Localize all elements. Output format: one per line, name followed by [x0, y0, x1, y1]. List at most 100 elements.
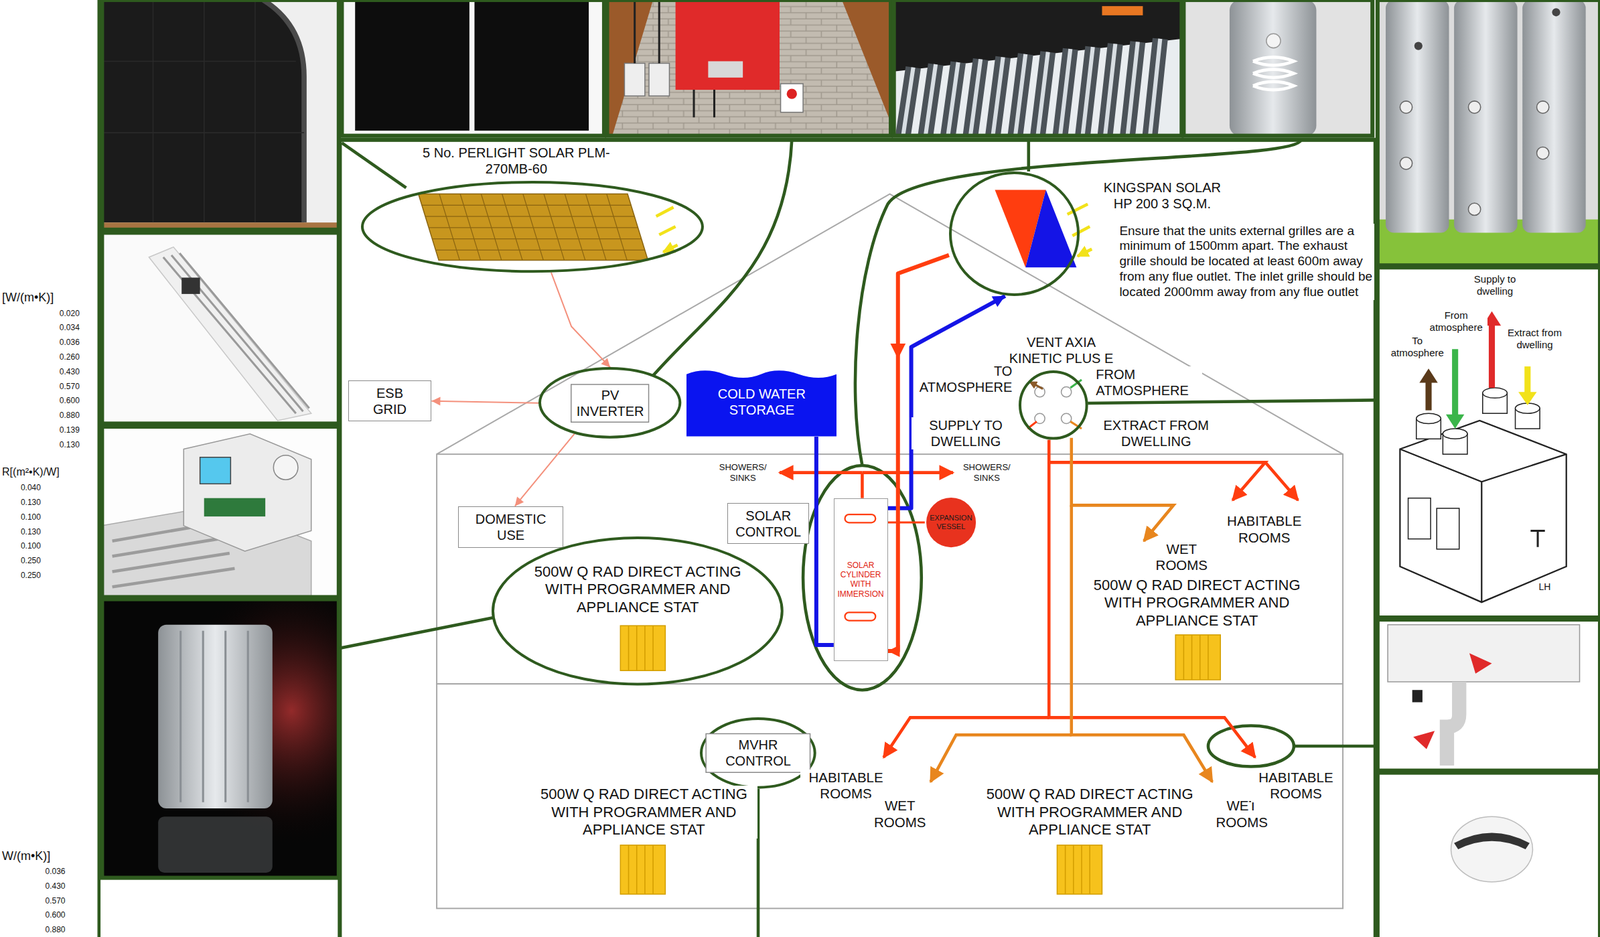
table-header: R[(m²•K)/W] [2, 465, 96, 479]
shape-outline [538, 367, 682, 439]
inverter: PV INVERTER [538, 367, 682, 439]
cylinders-photo [1399, 101, 1412, 114]
shape-outline [492, 537, 783, 684]
shape-outline [362, 182, 703, 272]
trickle-vent-photo [101, 232, 339, 424]
inverter-photo [707, 60, 743, 78]
leader-line [341, 142, 406, 188]
photo-frame [101, 0, 339, 230]
heater-label: 500W Q RAD DIRECT ACTING WITH PROGRAMMER… [976, 785, 1203, 839]
connector-line [431, 401, 539, 404]
pv-module-photo [341, 0, 605, 136]
condensate-photo [1446, 681, 1459, 766]
tube-collector-photo [902, 38, 1160, 136]
note-text: Ensure that the units external grilles a… [1119, 223, 1375, 301]
table-value: 0.036 [22, 867, 66, 877]
heater-callout: 500W Q RAD DIRECT ACTING WITH PROGRAMMER… [491, 536, 784, 686]
mvhr-unit-drawing [1482, 387, 1508, 398]
table-value: 0.250 [0, 556, 41, 566]
component-label: MVHR CONTROL [717, 736, 799, 769]
panel-photo [101, 0, 305, 223]
heater-label: 500W Q RAD DIRECT ACTING WITH PROGRAMMER… [530, 785, 757, 839]
inverter-photo [624, 62, 645, 96]
table-value: 0.130 [36, 440, 80, 450]
connector-line [888, 521, 925, 524]
mvhr-unit-drawing [1524, 366, 1531, 394]
shape-outline [686, 371, 837, 437]
component-label: 500W Q RAD DIRECT ACTING WITH PROGRAMMER… [515, 563, 761, 617]
water-tank: COLD WATER STORAGE [686, 367, 837, 437]
shape-outline [1018, 370, 1089, 441]
connector-line [515, 433, 575, 507]
photo-frame [341, 0, 605, 136]
airflow-label: TO ATMOSPHERE [914, 362, 1012, 396]
leader-line [652, 139, 792, 376]
controller-photo [204, 498, 266, 517]
mvhr-unit-drawing [1442, 428, 1468, 439]
table-value: 0.600 [22, 910, 66, 920]
pv-module-photo [474, 0, 589, 131]
inverter-photo [607, 0, 892, 136]
component-label: SOLAR CYLINDER WITH IMMERSION [835, 560, 887, 600]
panel-photo [101, 0, 305, 223]
arrow-head [600, 358, 611, 368]
shape-outline [701, 718, 816, 788]
panel-photo [101, 0, 339, 230]
cylinder-photo [1266, 33, 1281, 48]
cylinders-photo [1453, 0, 1517, 233]
photo-frame [1377, 772, 1600, 937]
condensate-photo [1412, 689, 1423, 702]
photo-label: Extract from dwelling [1500, 326, 1570, 351]
airflow-label: SUPPLY TO DWELLING [911, 417, 1021, 450]
extract-duct [1071, 438, 1174, 542]
vent-ports [1029, 381, 1043, 390]
arrow-head [431, 397, 441, 406]
room-label: HABITABLE ROOMS [1218, 513, 1311, 546]
hot-water-cylinder: SOLAR CYLINDER WITH IMMERSION [833, 498, 889, 662]
pipe-connector [431, 397, 539, 406]
cylinders-photo [1551, 8, 1560, 17]
photo-frame [1377, 267, 1600, 618]
mvhr-unit-drawing [1399, 420, 1566, 603]
hot-water-pipe [779, 470, 862, 475]
cylinders-photo [1414, 41, 1423, 50]
controller-photo [200, 457, 232, 485]
photo-frame [101, 426, 339, 598]
vent-ports [1061, 387, 1072, 398]
outlet-label: SHOWERS/ SINKS [713, 462, 773, 483]
photo-frame [101, 0, 1600, 937]
mvhr-unit: VENT AXIA KINETIC PLUS E [1018, 370, 1089, 441]
component-label: COLD WATER STORAGE [690, 385, 834, 418]
solar-collector: KINGSPAN SOLAR HP 200 3 SQ.M. [949, 171, 1080, 297]
immersion-coil [845, 514, 877, 523]
mvhr-unit-drawing [1377, 267, 1600, 618]
connector-line [888, 255, 950, 651]
airflow-label: EXTRACT FROM DWELLING [1095, 417, 1218, 450]
table-value: 0.600 [36, 396, 80, 406]
grid-box: ESB GRID [348, 380, 432, 422]
panel-photo [263, 0, 305, 223]
shape-outline [950, 172, 1079, 295]
mvhr-unit-drawing [1445, 414, 1465, 429]
leader-line [855, 139, 1302, 466]
inverter-photo [648, 62, 670, 96]
cylinders-photo [1399, 157, 1412, 170]
radiator-photo [158, 816, 273, 873]
vent-ports [1061, 413, 1072, 424]
leader-line [339, 617, 494, 649]
expansion-vessel: EXPANSION VESSEL [924, 496, 978, 549]
pipe-connector [515, 433, 575, 507]
component-title: VENT AXIA KINETIC PLUS E [1002, 334, 1120, 367]
collector-symbol [1067, 204, 1093, 257]
table-value: 0.430 [36, 367, 80, 377]
radiator-icon [1183, 634, 1209, 680]
cylinders-photo [1377, 0, 1600, 266]
pv-panel-symbol [421, 194, 645, 261]
shape-outline [699, 717, 817, 789]
vent-ports [1027, 379, 1082, 429]
trickle-vent-photo [163, 253, 310, 414]
ceiling-valve-photo [1377, 772, 1600, 937]
photo-label: To atmosphere [1387, 334, 1447, 359]
table-value: 0.130 [0, 527, 41, 537]
